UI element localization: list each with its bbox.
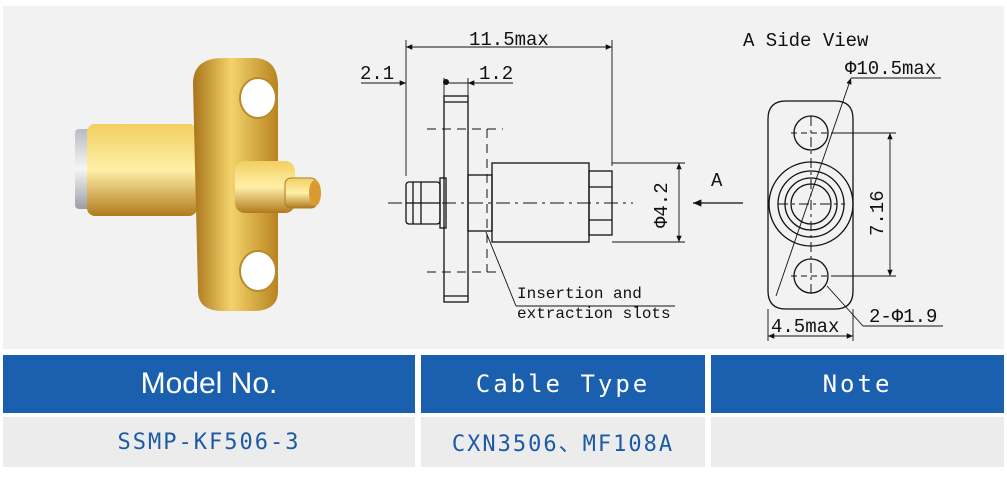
drawing-panel: 11.5max 2.1 1.2 Φ4.2 A Insertion and ext…	[3, 6, 1004, 349]
holes-label: 2-Φ1.9	[869, 306, 937, 328]
cell-cable-type: CXN3506、MF108A	[421, 417, 705, 467]
view-arrow-label: A	[711, 170, 723, 192]
header-note: Note	[711, 355, 1004, 413]
body-diameter-label: Φ4.2	[651, 182, 673, 228]
connector-photo	[75, 58, 321, 311]
overall-length-label: 11.5max	[469, 29, 549, 51]
cell-note	[711, 417, 1004, 467]
flange-width-label: 4.5max	[771, 316, 839, 338]
header-cable-type: Cable Type	[421, 355, 705, 413]
slot-note-line2: extraction slots	[517, 305, 671, 323]
slot-note-line1: Insertion and	[517, 285, 642, 303]
flange-thickness-label: 1.2	[479, 63, 513, 85]
flange-offset-label: 2.1	[360, 63, 394, 85]
front-view-drawing	[361, 40, 743, 307]
side-view-title: A Side View	[743, 30, 869, 52]
side-view-drawing	[767, 77, 943, 341]
flange-length-label: Φ10.5max	[845, 58, 936, 80]
cell-model-no: SSMP-KF506-3	[3, 417, 415, 467]
hole-spacing-label: 7.16	[867, 190, 889, 236]
technical-drawing: 11.5max 2.1 1.2 Φ4.2 A Insertion and ext…	[75, 29, 943, 341]
header-model-no: Model No.	[3, 355, 415, 413]
